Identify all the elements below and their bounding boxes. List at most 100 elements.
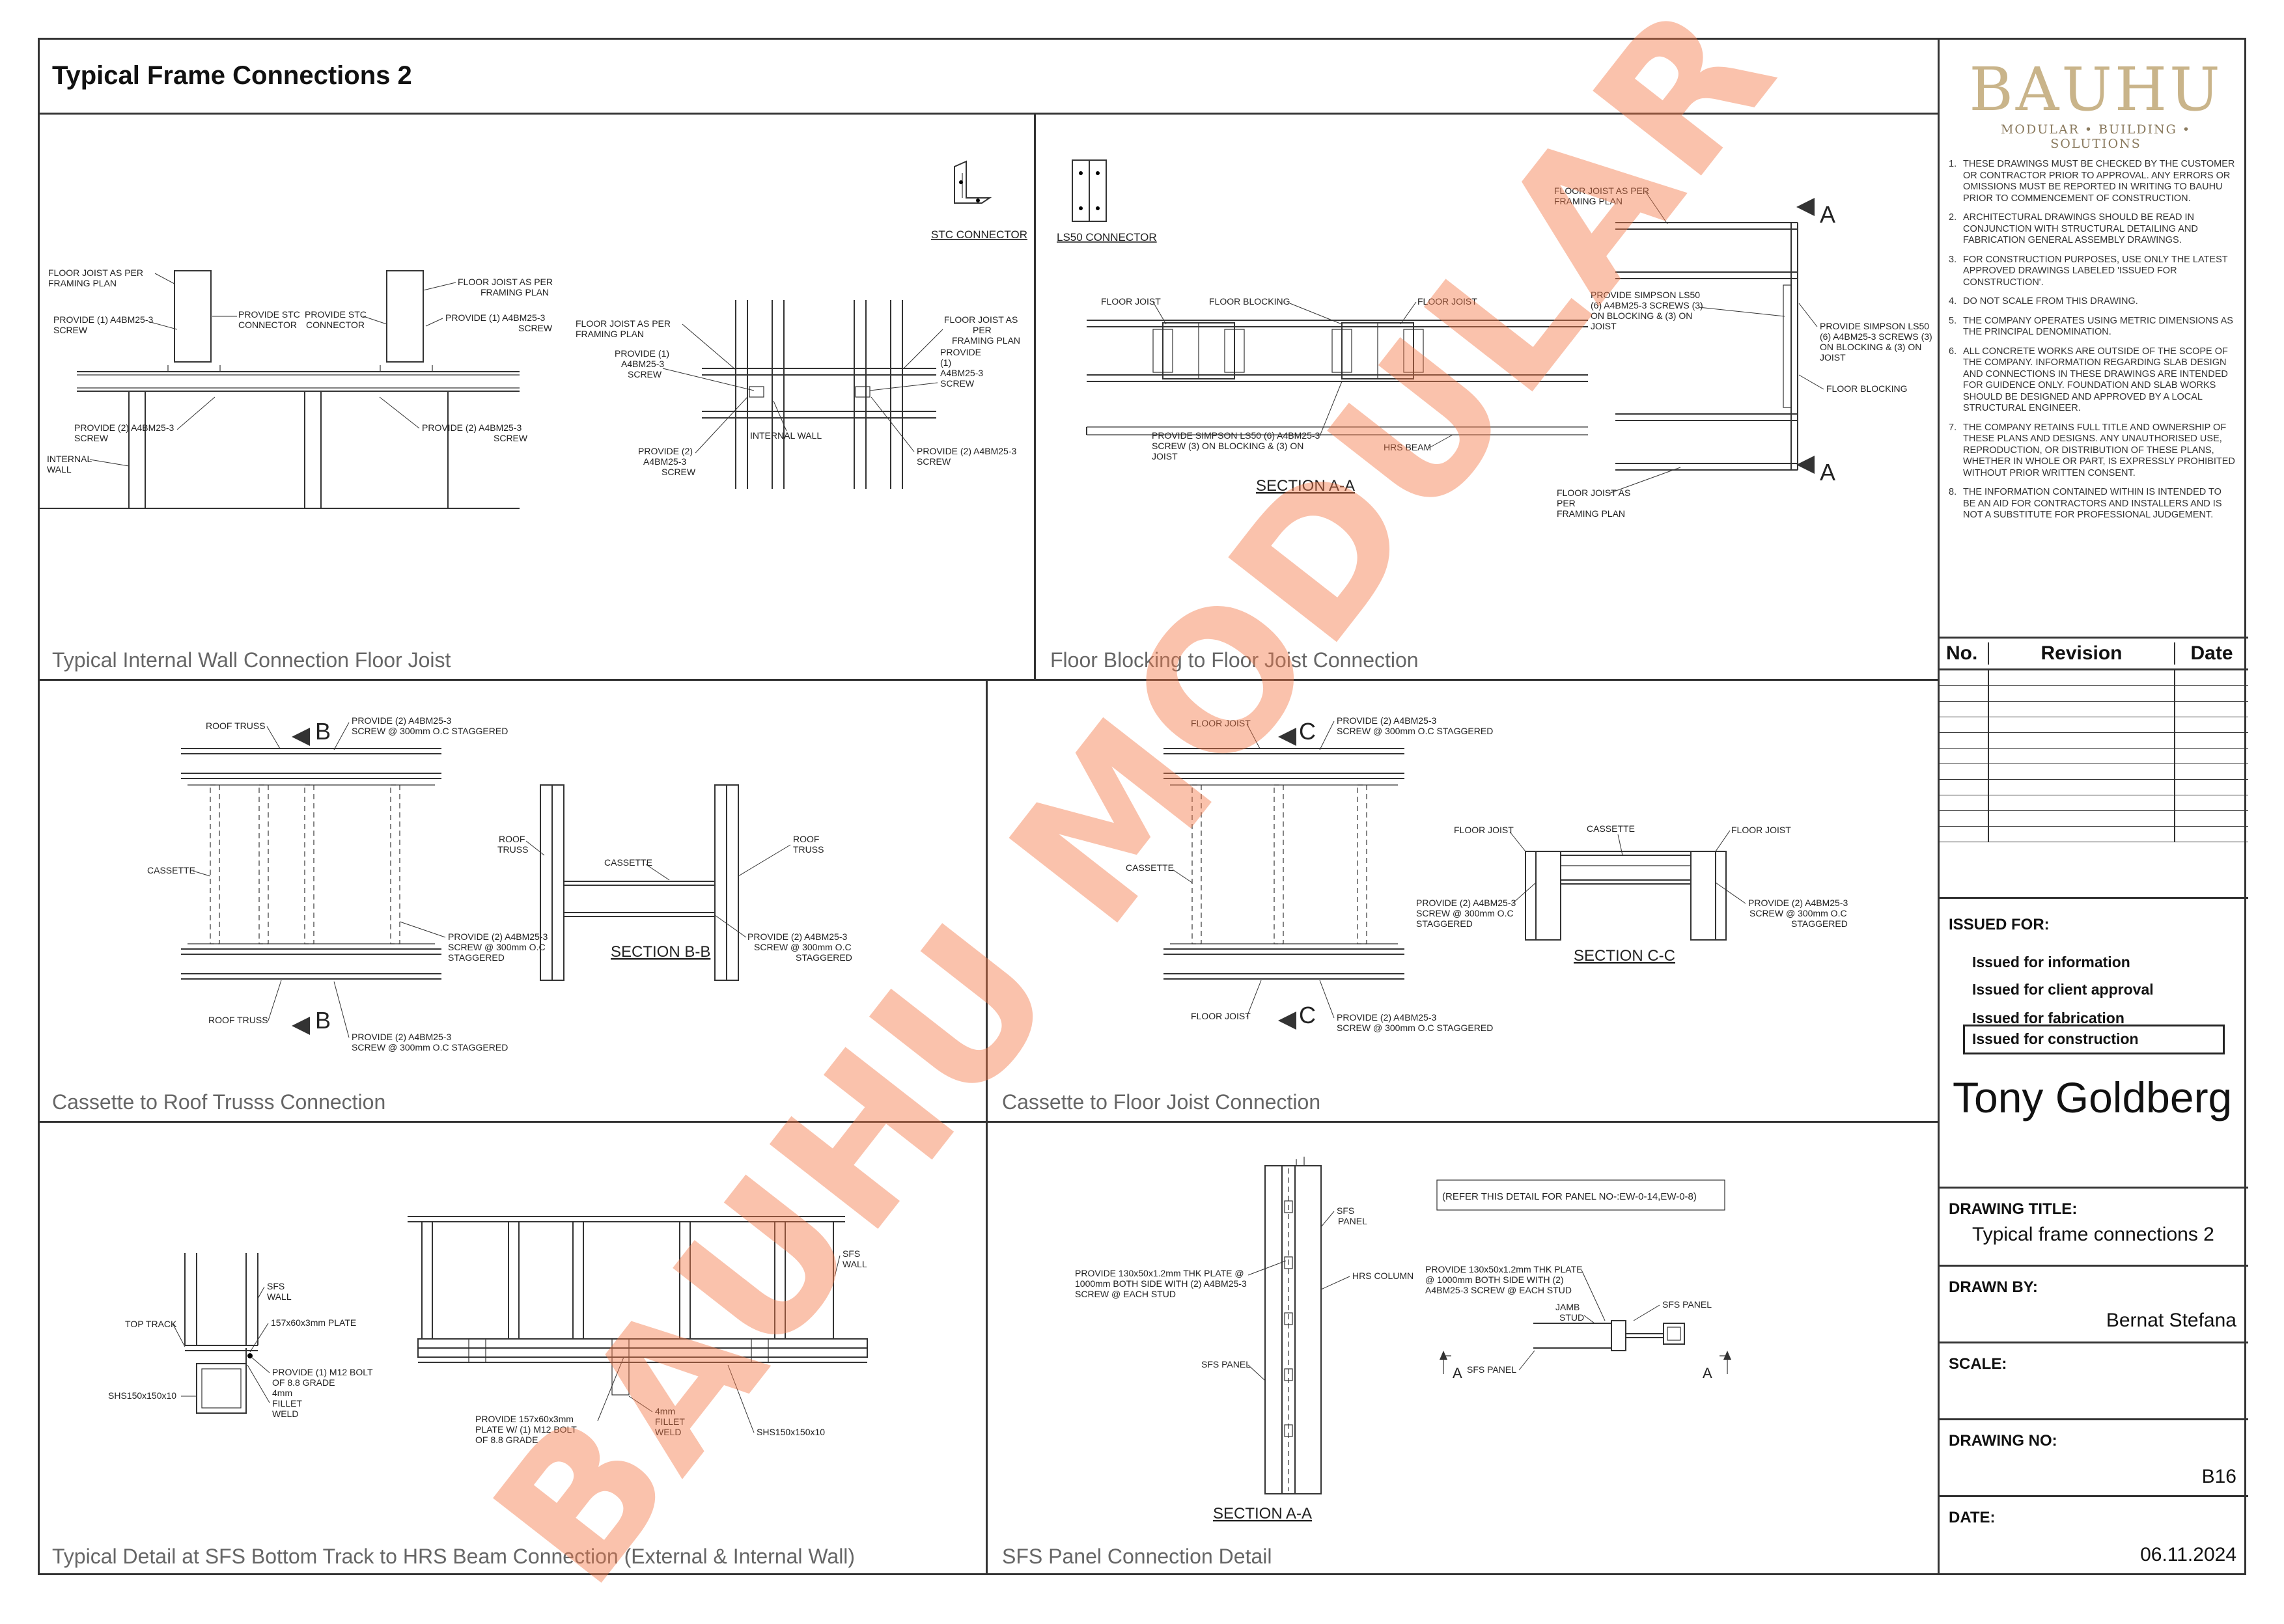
label-cc-cassette: CASSETTE — [1587, 823, 1635, 834]
revision-cell — [1989, 686, 2175, 701]
label-b-cassette: CASSETTE — [604, 857, 652, 868]
label-floor-joist-left-1: FLOOR JOIST AS PER — [48, 268, 143, 278]
label-plan-plate-1: PROVIDE 130x50x1.2mm THK PLATE — [1425, 1264, 1582, 1274]
date-section: DATE: 06.11.2024 — [1940, 1495, 2248, 1577]
label-shs-right: SHS150x150x10 — [757, 1427, 825, 1437]
panel-floor-blocking-connection: LS50 CONNECTOR FLOOR JOIST FLOOR BLOCKIN… — [1036, 115, 1938, 679]
revision-col-date: Date — [2190, 642, 2233, 664]
revision-cell — [2175, 764, 2248, 779]
issue-option-information[interactable]: Issued for information — [1972, 954, 2130, 970]
label-m12-bolt-2: OF 8.8 GRADE — [272, 1377, 335, 1388]
revision-cell — [2175, 686, 2248, 701]
date-value: 06.11.2024 — [2140, 1544, 2236, 1565]
note-text: Architectural drawings should be read in… — [1963, 212, 2198, 245]
label-provide-2-screw-right-2: SCREW — [494, 433, 528, 443]
label-b-provide-sec-right-2: SCREW @ 300mm O.C — [754, 942, 852, 952]
issue-option-selected-box — [1963, 1025, 2225, 1054]
note-item: 7.The company retains full title and own… — [1949, 422, 2235, 480]
revision-cell — [1940, 764, 1989, 779]
label-c-provide-bottom-1: PROVIDE (2) A4BM25-3 — [1337, 1012, 1436, 1023]
label-m-provide-right-1: PROVIDE — [940, 347, 981, 357]
revision-cell — [2175, 827, 2248, 842]
note-text: For construction purposes, use only the … — [1963, 254, 2228, 288]
revision-row — [1940, 749, 2248, 764]
revision-col-revision: Revision — [1989, 642, 2175, 665]
label-m-provide-right-2: (1) — [940, 357, 951, 368]
logo-tagline: MODULAR • BUILDING • SOLUTIONS — [2000, 122, 2192, 151]
note-text: These drawings must be checked by the cu… — [1963, 159, 2235, 204]
note-item: 6.All concrete works are outside of the … — [1949, 346, 2235, 415]
label-provide-plate-3: OF 8.8 GRADE — [475, 1435, 538, 1445]
label-cc-floor-joist-right: FLOOR JOIST — [1731, 825, 1791, 835]
label-aa-floor-joist-2: FLOOR JOIST — [1417, 296, 1477, 307]
label-plan-provide-3: ON BLOCKING & (3) ON — [1591, 310, 1692, 321]
note-number: 5. — [1949, 315, 1957, 326]
note-text: The information contained within is inte… — [1963, 487, 2222, 520]
label-plan-floor-blocking: FLOOR BLOCKING — [1826, 383, 1907, 394]
label-aa-provide-2: SCREW (3) ON BLOCKING & (3) ON — [1152, 441, 1303, 451]
revision-row — [1940, 795, 2248, 811]
panel-cassette-floor-joist: C C FLOOR JOIST PROVIDE (2) A4BM25-3 SCR… — [988, 681, 1938, 1121]
label-cc-provide-left-3: STAGGERED — [1416, 918, 1473, 929]
label-fillet-2: FILLET — [272, 1398, 302, 1409]
label-plan-fj-1: FLOOR JOIST AS PER — [1554, 186, 1649, 196]
label-b-roof-2: TRUSS — [497, 844, 528, 855]
label-roof-truss-top: ROOF TRUSS — [206, 721, 266, 731]
label-sfs-wall-right-2: WALL — [843, 1259, 867, 1269]
label-c-provide-top-1: PROVIDE (2) A4BM25-3 — [1337, 715, 1436, 726]
revision-cell — [2175, 733, 2248, 748]
label-fw-2: FILLET — [655, 1416, 685, 1427]
caption-sfs-bottom-track: Typical Detail at SFS Bottom Track to HR… — [52, 1545, 856, 1568]
panel-cassette-roof-truss: B B ROOF TRUSS PROVIDE (2) A4BM25-3 SCRE… — [38, 681, 986, 1121]
revision-cell — [1940, 780, 1989, 795]
label-m12-bolt-1: PROVIDE (1) M12 BOLT — [272, 1367, 373, 1377]
label-m-provide2-3: SCREW — [662, 467, 696, 477]
label-m-fj-right-1: FLOOR JOIST AS — [944, 314, 1018, 325]
label-plan-provide-right-3: ON BLOCKING & (3) ON — [1820, 342, 1921, 352]
stc-connector-icon — [954, 160, 992, 204]
revision-cell — [1989, 780, 2175, 795]
label-section-marker-c-top: C — [1299, 718, 1316, 745]
label-b-provide-bottom-2: SCREW @ 300mm O.C STAGGERED — [352, 1042, 508, 1053]
label-plan-plate-2: @ 1000mm BOTH SIDE WITH (2) — [1425, 1274, 1564, 1285]
sfs-bottom-track-drawing: SFS WALL TOP TRACK 157x60x3mm PLATE PROV… — [108, 1216, 868, 1445]
label-fillet-1: 4mm — [272, 1388, 292, 1398]
revision-row — [1940, 827, 2248, 842]
logo-name: BAUHU — [1969, 55, 2223, 124]
revision-row — [1940, 702, 2248, 717]
revision-table-header: No. Revision Date — [1940, 637, 2248, 670]
revision-row — [1940, 686, 2248, 702]
label-provide-1-screw-left-1: PROVIDE (1) A4BM25-3 — [53, 314, 153, 325]
section-arrow-a-bottom — [1796, 456, 1815, 474]
revision-cell — [2175, 670, 2248, 685]
section-arrow-c-top — [1278, 728, 1296, 746]
issue-option-fabrication[interactable]: Issued for fabrication — [1972, 1010, 2124, 1026]
label-plan-provide-1: PROVIDE SIMPSON LS50 — [1591, 290, 1700, 300]
issue-option-client-approval[interactable]: Issued for client approval — [1972, 981, 2154, 998]
label-b-roof-right-1: ROOF — [793, 834, 819, 844]
revision-cell — [1940, 827, 1989, 842]
issue-option-construction[interactable]: Issued for construction — [1972, 1030, 2139, 1047]
floor-joist-left — [174, 270, 212, 363]
cassette-floor-joist-drawing: C C FLOOR JOIST PROVIDE (2) A4BM25-3 SCR… — [1126, 715, 1848, 1033]
label-cc-provide-right-3: STAGGERED — [1791, 918, 1848, 929]
revision-row — [1940, 764, 2248, 780]
scale-label: SCALE: — [1949, 1355, 2007, 1373]
revision-cell — [2175, 811, 2248, 826]
drawing-title-label: DRAWING TITLE: — [1949, 1200, 2078, 1218]
company-logo: BAUHU MODULAR • BUILDING • SOLUTIONS — [1966, 55, 2226, 152]
scale-section: SCALE: — [1940, 1342, 2248, 1420]
revision-cell — [2175, 717, 2248, 732]
revision-table: No. Revision Date — [1940, 637, 2248, 842]
label-floor-joist-right-2: FRAMING PLAN — [480, 287, 549, 297]
panel-sfs-bottom-track: SFS WALL TOP TRACK 157x60x3mm PLATE PROV… — [38, 1123, 986, 1575]
label-plan-fj-2: FRAMING PLAN — [1554, 196, 1622, 206]
floor-blocking-connection-drawing: LS50 CONNECTOR FLOOR JOIST FLOOR BLOCKIN… — [1057, 159, 1932, 519]
label-provide-2-screw-right-1: PROVIDE (2) A4BM25-3 — [422, 422, 522, 433]
label-m-provide-right-4: SCREW — [940, 378, 975, 389]
label-hrs-column: HRS COLUMN — [1352, 1271, 1414, 1281]
label-floor-joist-left-2: FRAMING PLAN — [48, 278, 117, 288]
label-plan-fjb-3: FRAMING PLAN — [1557, 508, 1625, 519]
revision-cell — [2175, 795, 2248, 810]
label-provide-plate-left-1: PROVIDE 130x50x1.2mm THK PLATE @ — [1075, 1268, 1244, 1278]
